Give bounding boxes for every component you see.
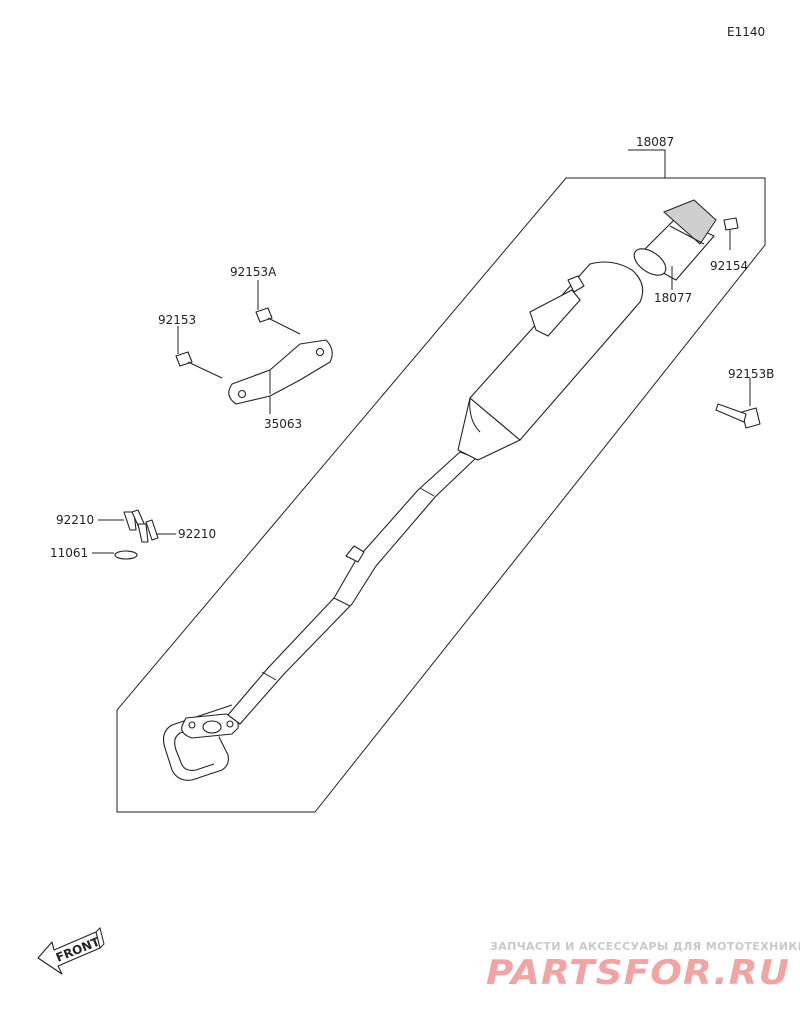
part-label-18087: 18087 <box>636 135 674 149</box>
bolt-92153b-head <box>741 407 761 429</box>
muffler-bracket <box>529 289 581 337</box>
flange-hole-left <box>188 721 196 729</box>
muffler-seam <box>469 397 481 433</box>
muffler-body <box>469 261 644 441</box>
bracket-bolt-boss <box>567 275 585 293</box>
gasket-11061[interactable] <box>114 550 138 560</box>
part-label-11061: 11061 <box>50 546 88 560</box>
flange-port <box>202 720 222 734</box>
stay-hole-rear <box>237 389 247 399</box>
bolt-92153b-shank <box>715 403 747 423</box>
watermark-logo: PARTSFOR.RU <box>486 953 790 993</box>
stay-plate <box>228 339 333 405</box>
assembly-frame <box>116 177 766 813</box>
part-label-92210-b: 92210 <box>178 527 216 541</box>
bolt-92153[interactable] <box>175 351 223 379</box>
clamp-b-leg-2 <box>145 519 159 541</box>
pipe-weld-3 <box>419 487 435 497</box>
watermark-tagline: ЗАПЧАСТИ И АКСЕССУАРЫ ДЛЯ МОТОТЕХНИКИ <box>490 940 800 953</box>
part-label-92210-a: 92210 <box>56 513 94 527</box>
pipe-hanger-tab <box>345 545 365 563</box>
part-label-35063: 35063 <box>264 417 302 431</box>
part-label-18077: 18077 <box>654 291 692 305</box>
part-label-92154: 92154 <box>710 259 748 273</box>
muffler-stay[interactable] <box>228 339 333 405</box>
front-arrow: FRONT <box>37 927 105 975</box>
end-cap[interactable] <box>630 199 717 281</box>
bolt-92153a[interactable] <box>255 307 301 335</box>
bolt-92154[interactable] <box>723 217 739 250</box>
stay-hole-front <box>315 347 325 357</box>
diagram-code: E1140 <box>727 25 765 39</box>
leader-18087 <box>628 149 666 178</box>
front-arrow-shape <box>37 931 101 975</box>
clamp-a-leg <box>123 511 137 531</box>
end-cap-shell <box>663 199 717 245</box>
end-cap-ring <box>669 225 705 245</box>
part-label-92153: 92153 <box>158 313 196 327</box>
pipe-weld-2 <box>333 597 351 607</box>
front-arrow-label: FRONT <box>54 934 103 964</box>
bolt-92153-head <box>175 351 193 367</box>
flange-hole-right <box>226 720 234 728</box>
part-label-92153a: 92153A <box>230 265 277 279</box>
clamp-92210-b[interactable] <box>137 519 159 543</box>
part-label-92153b: 92153B <box>728 367 774 381</box>
pipe-weld-1 <box>261 671 277 681</box>
mid-pipe <box>227 451 477 725</box>
gasket-ring <box>114 550 138 560</box>
bolt-92153-shank <box>187 361 223 379</box>
muffler-assembly[interactable] <box>163 261 644 781</box>
bolt-92153b[interactable] <box>715 403 761 429</box>
bolt-92153a-shank <box>267 317 301 335</box>
front-arrow-edge <box>95 927 105 949</box>
end-cap-outlet <box>633 248 667 276</box>
clamp-b-leg <box>137 523 149 543</box>
bolt-92153a-head <box>255 307 273 323</box>
bolt-92154-head <box>723 217 739 231</box>
